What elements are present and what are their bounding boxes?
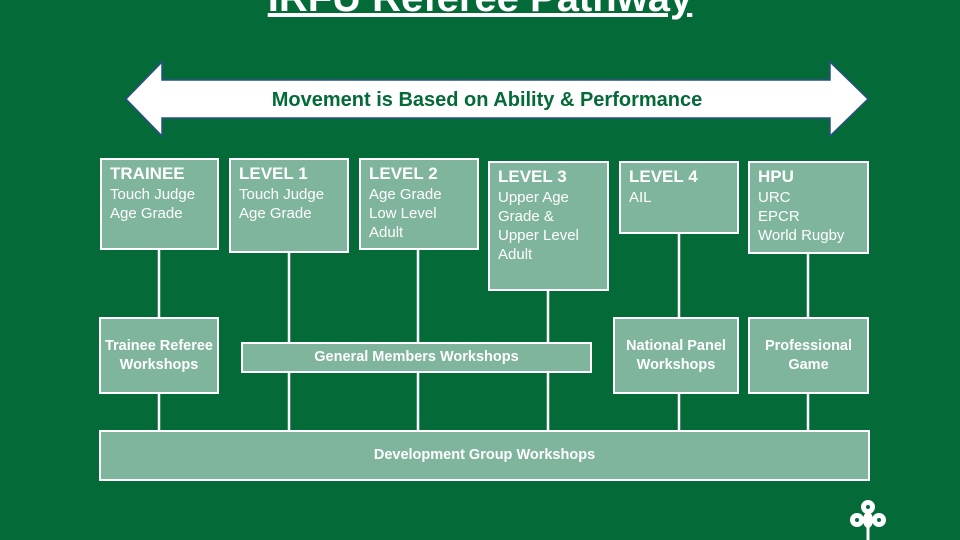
development-workshops-box: Development Group Workshops: [99, 430, 870, 481]
level-box-trainee: TRAINEE Touch Judge Age Grade: [100, 158, 219, 250]
level-line: URC: [758, 189, 791, 206]
level-line: Age Grade: [369, 186, 442, 203]
level-heading: LEVEL 3: [498, 167, 567, 186]
level-box-level3: LEVEL 3 Upper Age Grade & Upper Level Ad…: [488, 161, 609, 291]
workshop-label: Professional Game: [764, 337, 853, 373]
level-line: World Rugby: [758, 227, 845, 244]
level-heading: HPU: [758, 167, 794, 186]
level-line: Age Grade: [239, 205, 312, 222]
professional-game-box: Professional Game: [748, 317, 869, 394]
national-workshops-box: National Panel Workshops: [613, 317, 739, 394]
level-line: Upper Level: [498, 227, 579, 244]
general-workshops-box: General Members Workshops: [241, 342, 592, 373]
level-box-level1: LEVEL 1 Touch Judge Age Grade: [229, 158, 349, 253]
workshop-label: Trainee Referee Workshops: [104, 337, 213, 373]
trainee-workshops-box: Trainee Referee Workshops: [99, 317, 219, 394]
level-box-level2: LEVEL 2 Age Grade Low Level Adult: [359, 158, 479, 250]
level-box-level4: LEVEL 4 AIL: [619, 161, 739, 234]
level-line: Touch Judge: [110, 186, 196, 203]
level-line: Age Grade: [110, 205, 183, 222]
level-heading: TRAINEE: [110, 164, 185, 183]
level-line: Touch Judge: [239, 186, 325, 203]
workshop-label: General Members Workshops: [314, 349, 519, 365]
level-line: Adult: [369, 224, 404, 241]
workshop-label: Development Group Workshops: [373, 447, 596, 463]
double-arrow-icon: [124, 60, 870, 138]
level-line: Grade &: [498, 208, 554, 225]
shamrock-rugby-ball-icon: [850, 500, 886, 540]
level-line: EPCR: [758, 208, 800, 225]
level-box-hpu: HPU URC EPCR World Rugby: [748, 161, 869, 254]
level-line: Low Level: [369, 205, 437, 222]
arrow-label: Movement is Based on Ability & Performan…: [271, 89, 703, 111]
level-line: Adult: [498, 246, 533, 263]
level-heading: LEVEL 1: [239, 164, 308, 183]
level-heading: LEVEL 4: [629, 167, 698, 186]
level-line: AIL: [629, 189, 652, 206]
level-line: Upper Age: [498, 189, 569, 206]
level-heading: LEVEL 2: [369, 164, 438, 183]
workshop-label: National Panel Workshops: [626, 337, 726, 373]
slide-title: IRFU Referee Pathway: [0, 0, 960, 18]
